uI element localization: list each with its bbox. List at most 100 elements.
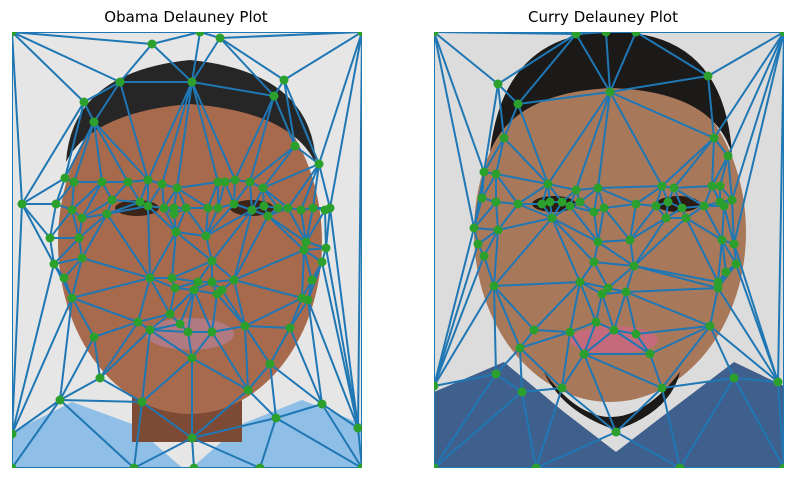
triangulation-edge <box>191 331 213 359</box>
obama-landmark-points <box>12 32 362 468</box>
triangulation-edge <box>325 247 359 429</box>
triangulation-edge <box>495 173 549 185</box>
triangulation-edge <box>709 325 779 383</box>
triangulation-edge <box>673 187 705 207</box>
landmark-point <box>12 32 17 37</box>
triangulation-edge <box>221 289 246 327</box>
triangulation-edge <box>141 357 193 403</box>
triangulation-edge <box>733 377 779 383</box>
triangulation-edge <box>93 121 149 181</box>
triangulation-edge <box>597 239 631 243</box>
landmark-point <box>631 32 641 37</box>
triangulation-edge <box>53 257 83 265</box>
landmark-point <box>513 99 523 109</box>
triangulation-edge <box>21 203 55 265</box>
landmark-point <box>557 197 567 207</box>
triangulation-edge <box>679 377 735 468</box>
landmark-point <box>591 317 601 327</box>
triangulation-edge <box>191 389 249 439</box>
triangulation-edge <box>597 241 635 267</box>
triangulation-edge <box>73 121 95 183</box>
landmark-point <box>543 179 553 189</box>
landmark-point <box>187 77 197 87</box>
landmark-point <box>269 91 279 101</box>
triangulation-edge <box>149 231 177 279</box>
curry-plot-title: Curry Delauney Plot <box>528 8 678 26</box>
triangulation-edge <box>495 137 505 175</box>
triangulation-edge <box>191 32 201 83</box>
landmark-point <box>605 87 615 97</box>
triangulation-edge <box>244 325 291 329</box>
hair <box>490 32 732 154</box>
landmark-point <box>133 317 143 327</box>
triangulation-edge <box>329 32 362 209</box>
triangulation-edge <box>259 417 277 468</box>
triangulation-edge <box>579 281 609 289</box>
triangulation-edge <box>709 287 719 327</box>
landmark-point <box>571 185 581 195</box>
triangulation-edge <box>83 81 121 103</box>
triangulation-edge <box>547 183 577 191</box>
triangulation-edge <box>603 203 637 209</box>
landmark-point <box>491 197 501 207</box>
triangulation-edge <box>55 181 75 205</box>
landmark-point <box>159 203 169 213</box>
triangulation-edge <box>275 403 323 419</box>
triangulation-edge <box>93 121 129 183</box>
landmark-point <box>172 183 182 193</box>
triangulation-edge <box>262 187 289 209</box>
triangulation-edge <box>81 257 151 279</box>
triangulation-edge <box>205 203 235 237</box>
triangulation-edge <box>493 281 581 287</box>
landmark-point <box>69 177 79 187</box>
landmark-point <box>301 237 311 247</box>
triangulation-edge <box>625 291 711 327</box>
landmark-point <box>603 283 613 293</box>
triangulation-edge <box>141 329 151 403</box>
landmark-point <box>215 33 225 43</box>
triangulation-edge <box>219 32 362 39</box>
triangulation-edge <box>71 277 151 299</box>
obama-plot-title: Obama Delauney Plot <box>104 8 268 26</box>
triangulation-edge <box>149 277 171 315</box>
landmark-point <box>17 199 27 209</box>
landmark-point <box>663 197 673 207</box>
landmark-point <box>243 385 253 395</box>
landmark-point <box>709 133 719 143</box>
landmark-point <box>675 463 685 468</box>
triangulation-edge <box>71 181 103 211</box>
triangulation-edge <box>93 336 101 379</box>
triangulation-edge <box>191 437 195 468</box>
beard <box>544 372 680 430</box>
triangulation-edge <box>216 293 246 327</box>
landmark-point <box>283 203 293 213</box>
triangulation-edge <box>21 203 51 239</box>
landmark-point <box>45 233 55 243</box>
triangulation-edge <box>300 209 307 243</box>
triangulation-edge <box>709 325 735 379</box>
obama-plot-area <box>12 32 362 468</box>
obama-delaunay-svg <box>12 32 362 468</box>
landmark-point <box>565 201 575 211</box>
triangulation-edge <box>59 336 95 401</box>
triangulation-edge <box>493 285 497 375</box>
landmark-point <box>713 283 723 293</box>
landmark-point <box>59 273 69 283</box>
landmark-point <box>265 359 275 369</box>
landmark-point <box>491 369 501 379</box>
triangulation-edge <box>269 363 277 419</box>
triangulation-edge <box>735 263 779 383</box>
triangulation-edge <box>707 32 784 77</box>
triangulation-edge <box>287 163 320 209</box>
triangulation-edge <box>727 32 784 157</box>
triangulation-edge <box>64 101 85 179</box>
landmark-point <box>175 319 185 329</box>
landmark-point <box>715 181 725 191</box>
triangulation-edge <box>211 260 235 281</box>
landmark-point <box>299 245 309 255</box>
landmark-point <box>77 253 87 263</box>
triangulation-edge <box>533 329 571 333</box>
landmark-point <box>145 273 155 283</box>
landmark-point <box>491 169 501 179</box>
landmark-point <box>317 399 327 409</box>
